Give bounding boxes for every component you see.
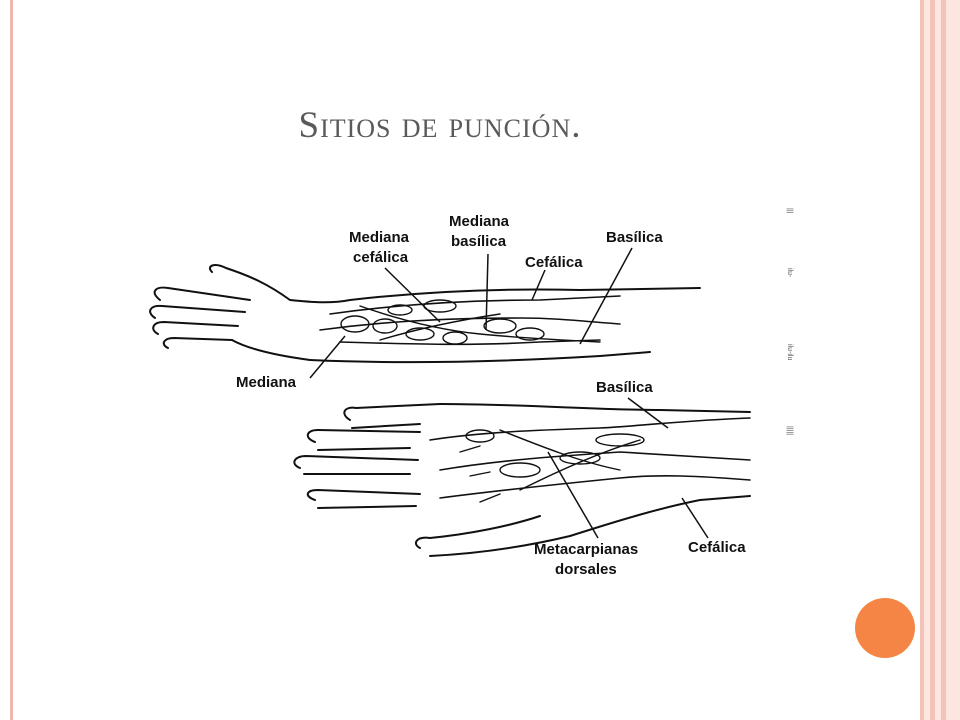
label-mediana-basilica-line2: basílica [451,233,507,250]
hand-drawing [293,403,751,557]
forearm-leader-lines [309,247,633,379]
margin-mark: ||| [786,208,793,214]
label-cefalica-hand: Cefálica [688,539,746,556]
label-mediana-cefalica-line2: cefálica [353,249,409,266]
margin-mark: ilu-ilu [786,344,793,360]
slide-title: Sitios de punción. [298,105,582,146]
slide-frame-left [10,0,13,720]
margin-mark: ilu- [786,268,793,278]
scan-margin-marks: ||| ilu- ilu-ilu ||||| [786,208,793,435]
label-metacarpianas-line1: Metacarpianas [534,541,638,558]
forearm-drawing [149,264,701,364]
label-metacarpianas-line2: dorsales [555,561,617,578]
label-mediana-basilica-line1: Mediana [449,213,510,230]
label-basilica-hand: Basílica [596,379,653,396]
label-cefalica-forearm: Cefálica [525,254,583,271]
label-basilica-forearm: Basílica [606,229,663,246]
hand-leader-lines [547,397,709,539]
slide-frame-right [918,0,960,720]
accent-circle [855,598,915,658]
margin-mark: ||||| [786,426,793,435]
label-mediana-cefalica-line1: Mediana [349,229,410,246]
label-mediana: Mediana [236,374,297,391]
